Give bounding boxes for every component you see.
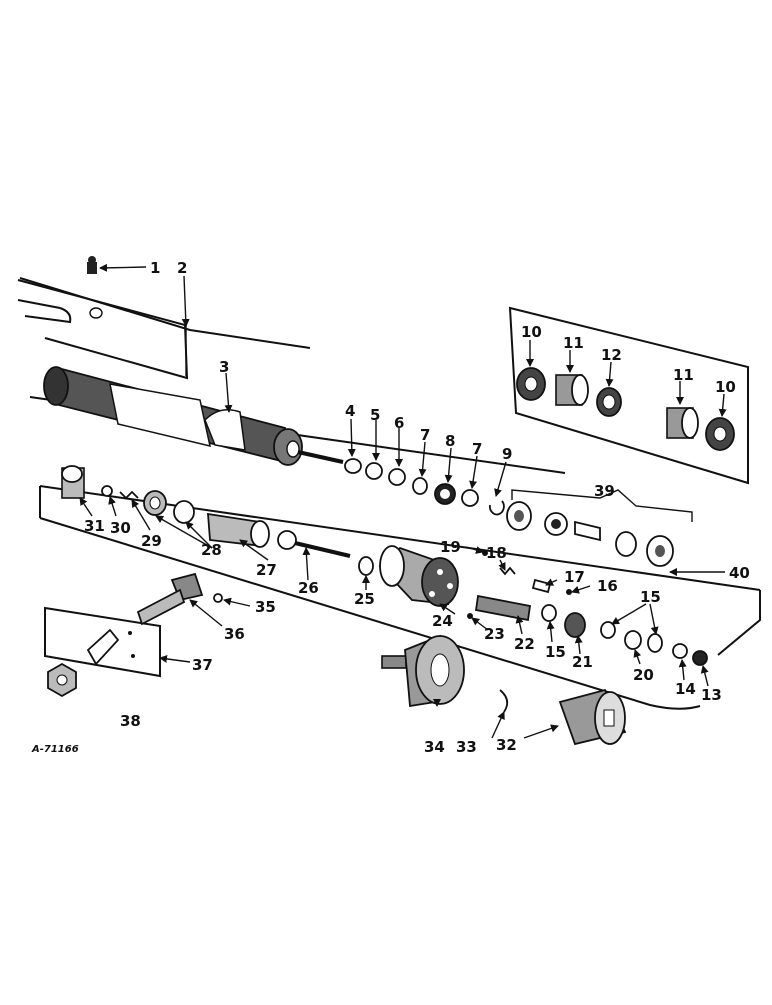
- plate-panel: [44, 606, 161, 678]
- label-28: 28: [201, 541, 222, 559]
- kit-39-parts: [506, 501, 674, 567]
- label-25: 25: [354, 590, 375, 608]
- part-35: [213, 593, 223, 603]
- bushing-34: [381, 634, 465, 708]
- coupler-32: [558, 688, 627, 746]
- nut-38: [47, 662, 77, 698]
- label-38: 38: [120, 712, 141, 730]
- washer-row-top: [344, 458, 505, 516]
- label-4: 4: [345, 402, 355, 420]
- label-9: 9: [502, 445, 512, 463]
- label-20: 20: [633, 666, 654, 684]
- label-16: 16: [597, 577, 618, 595]
- label-40: 40: [729, 564, 750, 582]
- callout-labels: 1 2 3 4 5 6 7 8 7 9 10 11 12 11 10 39 40…: [31, 259, 750, 756]
- label-19: 19: [440, 538, 461, 556]
- label-29: 29: [141, 532, 162, 550]
- left-small-parts: [61, 465, 270, 548]
- label-13: 13: [701, 686, 722, 704]
- label-3: 3: [219, 358, 229, 376]
- label-10b: 10: [715, 378, 736, 396]
- label-34: 34: [424, 738, 445, 756]
- bearing-kit-panel: [508, 306, 749, 485]
- label-18: 18: [486, 544, 507, 562]
- kit-39-bracket: [511, 489, 693, 522]
- label-12: 12: [601, 346, 622, 364]
- label-32: 32: [496, 736, 517, 754]
- bearing-kit-parts: [516, 367, 735, 451]
- label-23: 23: [484, 625, 505, 643]
- label-7a: 7: [420, 426, 430, 444]
- label-31: 31: [84, 517, 105, 535]
- label-17: 17: [564, 568, 585, 586]
- label-37: 37: [192, 656, 213, 674]
- drawing-code: A-71166: [31, 744, 79, 755]
- label-14: 14: [675, 680, 696, 698]
- bolt-26: [277, 530, 351, 558]
- plate-37: [86, 628, 135, 666]
- label-30: 30: [110, 519, 131, 537]
- label-39: 39: [594, 482, 615, 500]
- label-21: 21: [572, 653, 593, 671]
- label-11a: 11: [563, 334, 584, 352]
- label-10a: 10: [521, 323, 542, 341]
- yoke-plate: [17, 279, 189, 380]
- label-27: 27: [256, 561, 277, 579]
- label-8: 8: [445, 432, 455, 450]
- shaft-tube: [43, 366, 344, 466]
- label-15a: 15: [545, 643, 566, 661]
- label-26: 26: [298, 579, 319, 597]
- label-35: 35: [255, 598, 276, 616]
- label-2: 2: [177, 259, 187, 277]
- label-11b: 11: [673, 366, 694, 384]
- fitting-36: [136, 572, 204, 626]
- label-24: 24: [432, 612, 453, 630]
- spool-parts: [467, 550, 708, 666]
- label-6: 6: [394, 414, 404, 432]
- label-22: 22: [514, 635, 535, 653]
- pin-33: [499, 689, 509, 713]
- ring-25: [358, 556, 374, 576]
- leader-lines: [79, 263, 727, 739]
- label-36: 36: [224, 625, 245, 643]
- hub-24: [378, 545, 459, 607]
- label-1: 1: [150, 259, 160, 277]
- label-15b: 15: [640, 588, 661, 606]
- label-33: 33: [456, 738, 477, 756]
- grease-fitting: [87, 256, 97, 274]
- label-7b: 7: [472, 440, 482, 458]
- label-5: 5: [370, 406, 380, 424]
